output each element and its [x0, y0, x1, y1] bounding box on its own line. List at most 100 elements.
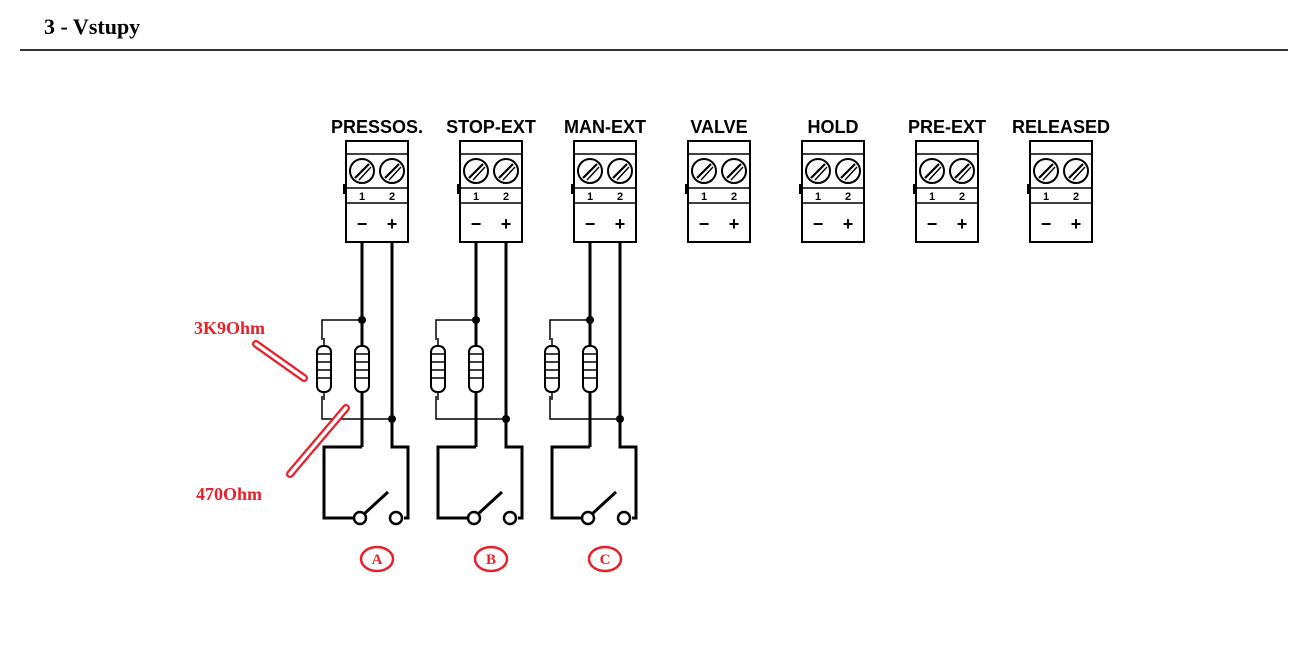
- resistor-icon: [316, 338, 332, 400]
- switch-blade: [476, 490, 504, 516]
- polarity-minus: −: [927, 214, 938, 234]
- switch-blade: [362, 490, 390, 516]
- terminal-label: VALVE: [690, 117, 747, 137]
- pin-number: 1: [1043, 191, 1049, 203]
- resistor-body: [430, 345, 446, 393]
- leader-470-inner: [288, 406, 348, 476]
- screw-slot: [1072, 166, 1086, 181]
- resistor-body: [468, 345, 484, 393]
- pin-number: 1: [701, 191, 707, 203]
- polarity-plus: +: [957, 214, 968, 234]
- terminal-housing: [573, 140, 637, 243]
- screw-terminal-icon: [949, 158, 975, 184]
- polarity-minus: −: [471, 214, 482, 234]
- pin-number: 1: [473, 191, 479, 203]
- screw-slot: [958, 166, 972, 181]
- polarity-plus: +: [1071, 214, 1082, 234]
- switch-contact: [388, 510, 404, 526]
- terminal-notch: [913, 184, 916, 194]
- polarity-plus: +: [843, 214, 854, 234]
- terminal-label: MAN-EXT: [564, 117, 646, 137]
- circuit-letter: B: [486, 552, 496, 568]
- screw-slot: [844, 166, 858, 181]
- switch-contact: [616, 510, 632, 526]
- screw-terminal-icon: [1033, 158, 1059, 184]
- resistor-icon: [430, 338, 446, 400]
- screw-slot: [840, 163, 856, 179]
- resistor-icon: [468, 338, 484, 400]
- terminal-notch: [799, 184, 802, 194]
- polarity-minus: −: [585, 214, 596, 234]
- normally-open-switch-icon: [436, 419, 524, 526]
- resistor-top-branch: [321, 319, 362, 340]
- resistor-body: [354, 345, 370, 393]
- screw-slot: [358, 166, 372, 181]
- screw-slot: [1038, 163, 1054, 179]
- resistor-icon: [544, 338, 560, 400]
- terminal-block-3: VALVE 1 − 2 +: [685, 117, 751, 243]
- resistor-top-branch: [435, 319, 476, 340]
- junction-dot: [358, 316, 366, 324]
- pin-number: 1: [815, 191, 821, 203]
- pin-number: 2: [959, 191, 965, 203]
- screw-slot: [1068, 163, 1084, 179]
- screw-terminal-icon: [463, 158, 489, 184]
- switch-loop-left: [322, 445, 362, 520]
- screw-terminal-icon: [607, 158, 633, 184]
- switch-loop-right: [390, 419, 410, 520]
- resistor-470-label: 470Ohm: [196, 484, 262, 504]
- resistor-bottom-branch: [549, 396, 620, 420]
- polarity-plus: +: [729, 214, 740, 234]
- pin-number: 2: [731, 191, 737, 203]
- switch-contact: [502, 510, 518, 526]
- switch-loop-left: [436, 445, 476, 520]
- resistor-3k9-label: 3K9Ohm: [194, 318, 265, 338]
- normally-open-switch-icon: [322, 419, 410, 526]
- terminal-housing: [915, 140, 979, 243]
- circuit-marker: [587, 545, 623, 573]
- polarity-minus: −: [699, 214, 710, 234]
- switch-blade: [590, 490, 618, 516]
- polarity-plus: +: [387, 214, 398, 234]
- circuit-b: B: [430, 242, 524, 573]
- screw-slot: [730, 166, 744, 181]
- pin-number: 1: [359, 191, 365, 203]
- screw-slot: [388, 166, 402, 181]
- screw-slot: [354, 163, 370, 179]
- screw-slot: [810, 163, 826, 179]
- polarity-minus: −: [357, 214, 368, 234]
- pin-number: 2: [845, 191, 851, 203]
- polarity-minus: −: [813, 214, 824, 234]
- circuit-letter: C: [600, 552, 611, 568]
- screw-terminal-icon: [919, 158, 945, 184]
- terminal-label: PRE-EXT: [908, 117, 986, 137]
- circuit-marker: [359, 545, 395, 573]
- screw-terminal-icon: [721, 158, 747, 184]
- switch-contact: [352, 510, 368, 526]
- pin-number: 2: [389, 191, 395, 203]
- screw-terminal-icon: [691, 158, 717, 184]
- resistor-icon: [354, 338, 370, 400]
- terminal-housing: [801, 140, 865, 243]
- junction-dot: [586, 316, 594, 324]
- switch-contact: [580, 510, 596, 526]
- polarity-minus: −: [1041, 214, 1052, 234]
- resistor-body: [316, 345, 332, 393]
- title-divider: [20, 49, 1288, 51]
- switch-loop-right: [504, 419, 524, 520]
- screw-terminal-icon: [493, 158, 519, 184]
- screw-slot: [384, 163, 400, 179]
- screw-slot: [502, 166, 516, 181]
- terminal-label: STOP-EXT: [446, 117, 536, 137]
- resistor-body: [544, 345, 560, 393]
- terminal-housing: [687, 140, 751, 243]
- screw-slot: [814, 166, 828, 181]
- screw-slot: [612, 163, 628, 179]
- terminal-housing: [1029, 140, 1093, 243]
- terminal-label: PRESSOS.: [331, 117, 423, 137]
- screw-slot: [472, 166, 486, 181]
